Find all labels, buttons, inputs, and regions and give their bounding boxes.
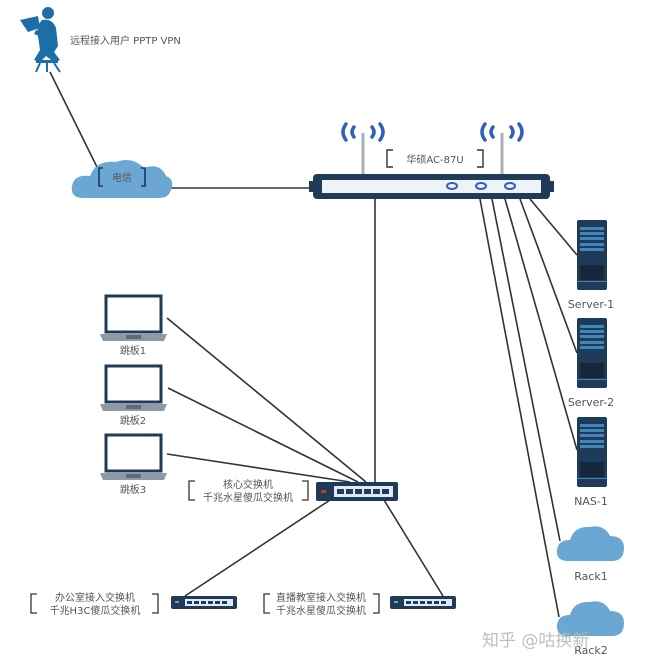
studio-switch-label-2: 千兆水星傻瓜交换机 <box>276 604 366 617</box>
core-switch-label-1: 核心交换机 <box>223 478 273 491</box>
label-bracket <box>30 593 159 614</box>
core-switch-node: 核心交换机 千兆水星傻瓜交换机 <box>188 478 398 504</box>
server-tower-icon <box>577 220 607 290</box>
router-node: 华硕AC-87U <box>309 122 554 199</box>
studio-switch-node: 直播教室接入交换机 千兆水星傻瓜交换机 <box>263 591 456 617</box>
link-router-rack1 <box>491 198 561 542</box>
router-label: 华硕AC-87U <box>406 153 463 166</box>
label-bracket <box>188 480 309 501</box>
label-bracket <box>386 149 484 168</box>
server-label: Server-1 <box>568 298 614 311</box>
server-node: Server-2 <box>568 318 614 409</box>
label-bracket <box>98 167 146 187</box>
core-switch-label-2: 千兆水星傻瓜交换机 <box>203 491 293 504</box>
link-router-nas1 <box>504 198 578 451</box>
cloud-icon <box>556 601 624 636</box>
cloud-icon <box>556 526 624 561</box>
person-laptop-chair-icon <box>20 7 61 73</box>
network-switch-icon <box>390 596 456 609</box>
office-switch-label-2: 千兆H3C傻瓜交换机 <box>50 604 141 617</box>
jump-host-label: 跳板3 <box>120 483 146 496</box>
jump-host-label: 跳板1 <box>120 344 146 357</box>
network-switch-icon <box>171 596 237 609</box>
wifi-signal-icon <box>341 122 524 142</box>
rack-node: Rack2 <box>556 601 624 657</box>
office-switch-node: 办公室接入交换机 千兆H3C傻瓜交换机 <box>30 591 237 617</box>
isp-node: 电信 <box>71 160 173 198</box>
cloud-icon <box>71 160 173 198</box>
wireless-router-icon <box>309 133 554 199</box>
studio-switch-label-1: 直播教室接入交换机 <box>276 591 366 604</box>
link-remote-user-isp <box>49 71 98 168</box>
remote-user-node: 远程接入用户 PPTP VPN <box>20 7 181 73</box>
rack-label: Rack1 <box>574 570 608 583</box>
remote-user-label: 远程接入用户 PPTP VPN <box>70 34 181 47</box>
link-router-server1 <box>529 198 578 256</box>
jump-host-label: 跳板2 <box>120 414 146 427</box>
link-jump3-core-switch <box>166 453 351 483</box>
office-switch-label-1: 办公室接入交换机 <box>55 591 135 604</box>
network-switch-icon <box>316 482 398 501</box>
jump-host-node: 跳板3 <box>100 433 167 496</box>
laptop-icon <box>100 294 167 341</box>
link-jump2-core-switch <box>167 387 359 483</box>
nas-label: NAS-1 <box>574 495 608 508</box>
link-jump1-core-switch <box>166 317 367 483</box>
link-router-rack2 <box>479 198 560 618</box>
jump-host-node: 跳板1 <box>100 294 167 357</box>
rack-label: Rack2 <box>574 644 608 657</box>
server-node: Server-1 <box>568 220 614 311</box>
connection-lines <box>49 71 578 618</box>
server-tower-icon <box>577 417 607 487</box>
jump-host-node: 跳板2 <box>100 364 167 427</box>
isp-label: 电信 <box>112 171 132 184</box>
server-node: NAS-1 <box>574 417 608 508</box>
laptop-icon <box>100 433 167 480</box>
watermark: 知乎 @咕换新 <box>482 631 589 651</box>
label-bracket <box>263 593 380 614</box>
server-label: Server-2 <box>568 396 614 409</box>
link-router-server2 <box>519 198 578 354</box>
server-tower-icon <box>577 318 607 388</box>
link-core-studio-switch <box>383 499 444 597</box>
laptop-icon <box>100 364 167 411</box>
rack-node: Rack1 <box>556 526 624 583</box>
link-core-office-switch <box>184 499 331 597</box>
